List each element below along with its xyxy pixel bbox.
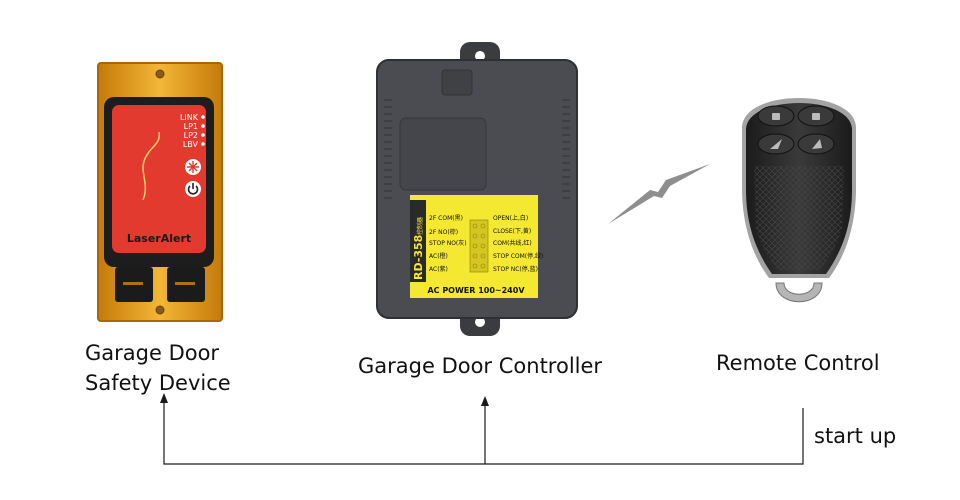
remote-control-image [742,98,856,303]
terminal-label: CLOSE(下,黄) [493,227,531,235]
model-label: RD-358 [412,235,425,280]
safety-device-label-line2: Safety Device [85,371,231,395]
power-label: AC POWER 100~240V [427,286,525,295]
terminal-label: STOP NC(停,蓝) [493,265,538,273]
device-red-panel [112,105,206,253]
terminal-label: 2F NO(棕) [429,228,458,236]
laser-beam-icon [142,131,161,201]
trigger-line [163,398,804,465]
terminal-label: OPEN(上,白) [493,214,528,222]
model-suffix-label: 控制器 [416,217,424,235]
battery-cover [399,117,487,191]
vent-right [562,99,570,199]
arrowhead-controller [481,396,489,406]
controller-label: Garage Door Controller [358,354,603,378]
unlock-icon [812,113,820,120]
screw-hole-top [155,69,165,79]
terminal-label: AC(紫) [429,265,448,273]
remote-buttons [757,105,835,155]
arrowhead-safety [160,393,168,403]
led-column: LINK LP1 LP2 LBV [180,113,205,149]
controller-image: RD-358 控制器 2F COM(黑) 2F NO(棕) STOP NO(灰)… [376,42,578,336]
led-label: LP1 [184,122,198,131]
terminal-label: 2F COM(黑) [429,215,463,222]
remote-label: Remote Control [716,351,880,375]
screw-hole-bottom [155,305,165,315]
bell-icon [812,139,822,149]
wireless-signal-icon [608,164,710,224]
terminal-label: STOP COM(停,绿) [493,252,543,260]
led-label: LBV [183,140,199,149]
terminal-labels-left: 2F COM(黑) 2F NO(棕) STOP NO(灰) AC(橙) AC(紫… [429,215,467,273]
vent-left [384,99,392,199]
snowflake-icon [185,159,201,175]
led-label: LP2 [184,131,198,140]
arrow-icon [770,139,782,149]
terminal-label: STOP NO(灰) [429,239,467,247]
start-up-label: start up [814,424,897,448]
power-icon [185,181,201,197]
button-glyphs [770,113,822,149]
safety-device-label-line1: Garage Door [85,341,220,365]
lock-icon [772,113,780,120]
safety-device-image: LINK LP1 LP2 LBV LaserAlert [97,62,223,322]
terminal-labels-right: OPEN(上,白) CLOSE(下,黄) COM(共线,红) STOP COM(… [493,214,543,273]
terminal-label: AC(橙) [429,252,448,260]
terminal-block [469,219,489,273]
safety-device-label: Garage Door Safety Device [85,338,231,398]
model-badge: RD-358 控制器 [410,200,426,282]
led-label: LINK [180,113,199,122]
terminal-label: COM(共线,红) [493,239,532,247]
brand-label: LaserAlert [127,232,191,245]
